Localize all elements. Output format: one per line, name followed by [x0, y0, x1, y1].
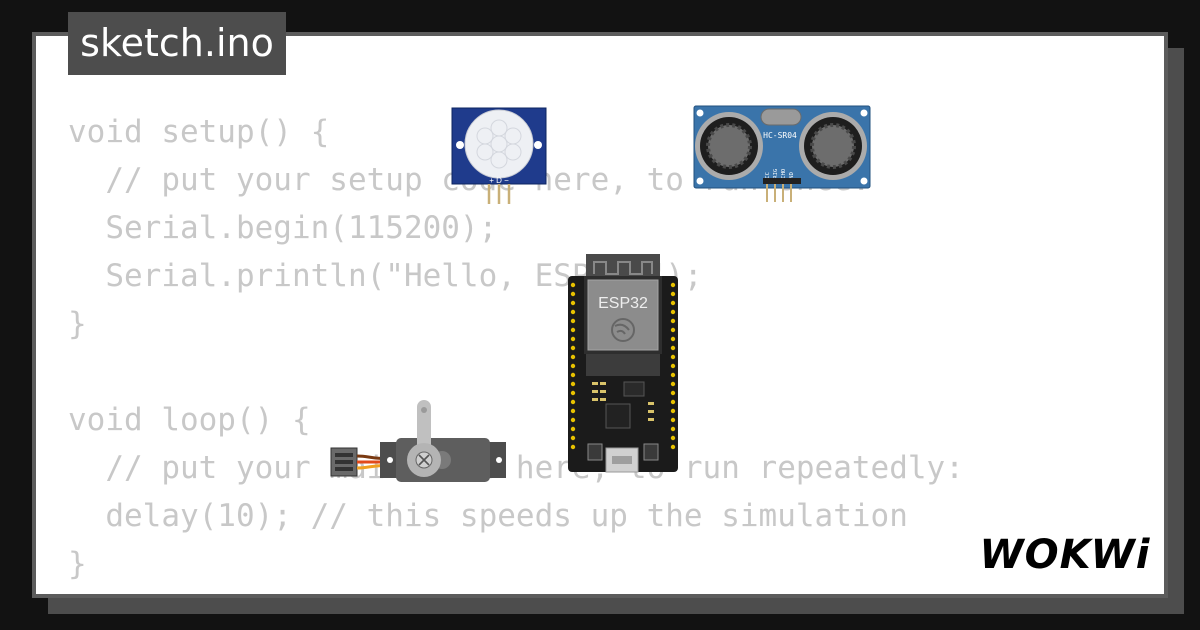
- crystal-oscillator: [760, 108, 802, 126]
- transducer-left: [695, 112, 763, 180]
- servo-motor[interactable]: [330, 398, 510, 488]
- code-line: // put your setup code here, to run once…: [105, 162, 870, 198]
- mount-hole: [456, 141, 464, 149]
- brand-wordmark: WOKWi: [980, 532, 1151, 578]
- pin-label-vcc: VCC: [765, 172, 771, 182]
- file-tab[interactable]: sketch.ino: [68, 12, 286, 75]
- pir-dome: [464, 109, 534, 179]
- code-line: Serial.begin(115200);: [68, 210, 498, 246]
- pin-header: [763, 178, 801, 184]
- ultrasonic-sensor[interactable]: HC-SR04 VCC TRIG ECHO GND: [693, 104, 871, 204]
- pir-pin-labels: + D −: [489, 176, 509, 185]
- pin-label-trig: TRIG: [773, 169, 779, 182]
- code-line: void loop() {: [68, 402, 311, 438]
- code-line: [68, 348, 964, 396]
- mount-hole: [534, 141, 542, 149]
- code-line: void setup() {: [68, 114, 330, 150]
- boot-button[interactable]: [587, 443, 603, 461]
- pin-label-echo: ECHO: [781, 169, 787, 182]
- left-header-pins: [570, 282, 576, 450]
- reset-button[interactable]: [643, 443, 659, 461]
- esp32-shield: [587, 279, 659, 351]
- wokwi-logo: WOKWi: [980, 532, 1151, 578]
- ultrasonic-label: HC-SR04: [763, 131, 797, 140]
- antenna-trace: [593, 261, 653, 275]
- chip: [623, 381, 645, 397]
- right-header-pins: [670, 282, 676, 450]
- transducer-right: [799, 112, 867, 180]
- code-line: Serial.println("Hello, ESP32!");: [68, 258, 703, 294]
- espressif-logo-icon: [611, 318, 635, 342]
- code-line: delay(10); // this speeds up the simulat…: [68, 498, 908, 534]
- screw-icon: [418, 454, 430, 466]
- pin-label-gnd: GND: [789, 172, 795, 182]
- code-line: }: [68, 306, 87, 342]
- esp32-board[interactable]: ESP32: [566, 252, 680, 476]
- code-line: // put your main code here, to run repea…: [68, 450, 964, 486]
- usb-uart-chip: [605, 403, 631, 429]
- code-line: }: [68, 546, 87, 582]
- esp32-label: ESP32: [598, 295, 648, 312]
- pir-sensor[interactable]: + D −: [450, 106, 548, 206]
